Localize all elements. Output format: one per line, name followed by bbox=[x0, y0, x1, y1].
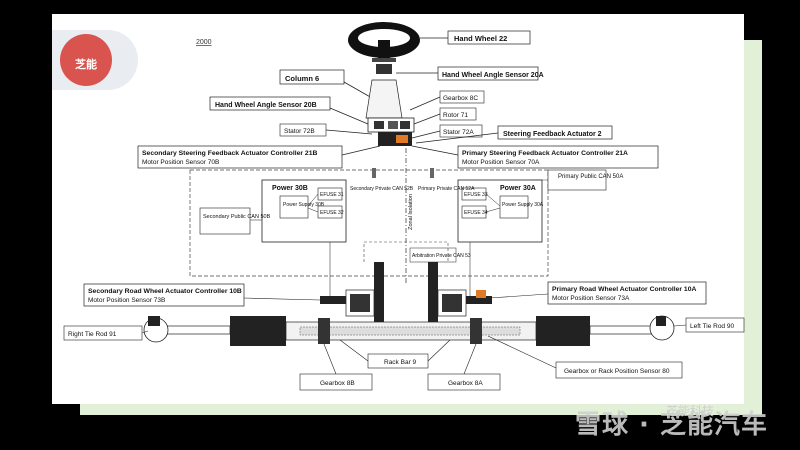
label-hand-wheel-angle-sensor-b: Hand Wheel Angle Sensor 20B bbox=[215, 102, 317, 109]
label-column: Column 6 bbox=[285, 74, 319, 83]
label-efuse-33: EFUSE 33 bbox=[464, 192, 488, 198]
angle-sensor-a-shape bbox=[376, 64, 392, 74]
sfa-motor-icon bbox=[367, 117, 415, 146]
label-sec-private-can: Secondary Private CAN 52B bbox=[350, 186, 414, 192]
label-zonal-isolation: Zonal Isolation bbox=[408, 194, 414, 230]
label-gearbox-rack-sensor: Gearbox or Rack Position Sensor 80 bbox=[564, 368, 670, 375]
label-stator-72b: Stator 72B bbox=[284, 128, 315, 135]
column-shape bbox=[365, 79, 403, 119]
figure-number: 2000 bbox=[196, 39, 212, 46]
label-gearbox-8b: Gearbox 8B bbox=[320, 380, 355, 387]
logo-text: 芝能 bbox=[75, 58, 97, 71]
label-efuse-31: EFUSE 31 bbox=[320, 192, 344, 198]
right-tie-rod-icon bbox=[143, 316, 169, 343]
left-tie-rod-icon bbox=[649, 315, 675, 341]
label-power-supply-30a: Power Supply 30A bbox=[502, 202, 544, 208]
label-power-supply-30b: Power Supply 30B bbox=[283, 202, 325, 208]
watermark-small: 芝能科技 bbox=[666, 404, 715, 418]
label-gearbox-8c: Gearbox 8C bbox=[443, 95, 478, 102]
label-pri-sfa-motor: Motor Position Sensor 70A bbox=[462, 159, 540, 166]
label-sec-rwa-ctrl: Secondary Road Wheel Actuator Controller… bbox=[88, 288, 242, 295]
rack-assembly bbox=[165, 316, 653, 346]
label-sec-public-can: Secondary Public CAN 50B bbox=[203, 214, 271, 220]
label-power-30b: Power 30B bbox=[272, 185, 308, 192]
label-pri-rwa-motor: Motor Position Sensor 73A bbox=[552, 295, 630, 302]
label-box-hand-wheel bbox=[447, 30, 531, 45]
label-sec-rwa-motor: Motor Position Sensor 73B bbox=[88, 297, 165, 304]
label-right-tie-rod: Right Tie Rod 91 bbox=[68, 331, 117, 338]
label-hand-wheel: Hand Wheel 22 bbox=[454, 34, 507, 43]
label-stator-72a: Stator 72A bbox=[443, 129, 474, 136]
label-primary-public-can: Primary Public CAN 50A bbox=[558, 174, 623, 180]
hand-wheel-icon bbox=[348, 22, 420, 62]
logo-icon bbox=[60, 34, 112, 86]
label-arb-private-can: Arbitration Private CAN 53 bbox=[412, 253, 471, 259]
watermark: 雪球 · 芝能汽车 bbox=[575, 410, 768, 440]
label-gearbox-8a: Gearbox 8A bbox=[448, 380, 483, 387]
label-power-30a: Power 30A bbox=[500, 185, 536, 192]
rwa-b-motor-icon bbox=[320, 262, 384, 322]
label-pri-sfa-ctrl: Primary Steering Feedback Actuator Contr… bbox=[462, 150, 628, 157]
label-rack-bar: Rack Bar 9 bbox=[384, 359, 417, 366]
label-rotor: Rotor 71 bbox=[443, 112, 468, 119]
label-hand-wheel-angle-sensor-a: Hand Wheel Angle Sensor 20A bbox=[442, 72, 544, 79]
label-sec-sfa-ctrl: Secondary Steering Feedback Actuator Con… bbox=[142, 150, 317, 157]
label-left-tie-rod: Left Tie Rod 90 bbox=[690, 323, 734, 330]
rwa-a-motor-icon bbox=[428, 262, 492, 322]
label-pri-private-can: Primary Private CAN 52A bbox=[418, 186, 475, 192]
label-sec-sfa-motor: Motor Position Sensor 70B bbox=[142, 159, 219, 166]
label-efuse-34: EFUSE 34 bbox=[464, 210, 488, 216]
system-boundary bbox=[189, 169, 549, 277]
label-pri-rwa-ctrl: Primary Road Wheel Actuator Controller 1… bbox=[552, 286, 696, 293]
label-efuse-32: EFUSE 32 bbox=[320, 210, 344, 216]
label-sfa: Steering Feedback Actuator 2 bbox=[503, 131, 602, 138]
